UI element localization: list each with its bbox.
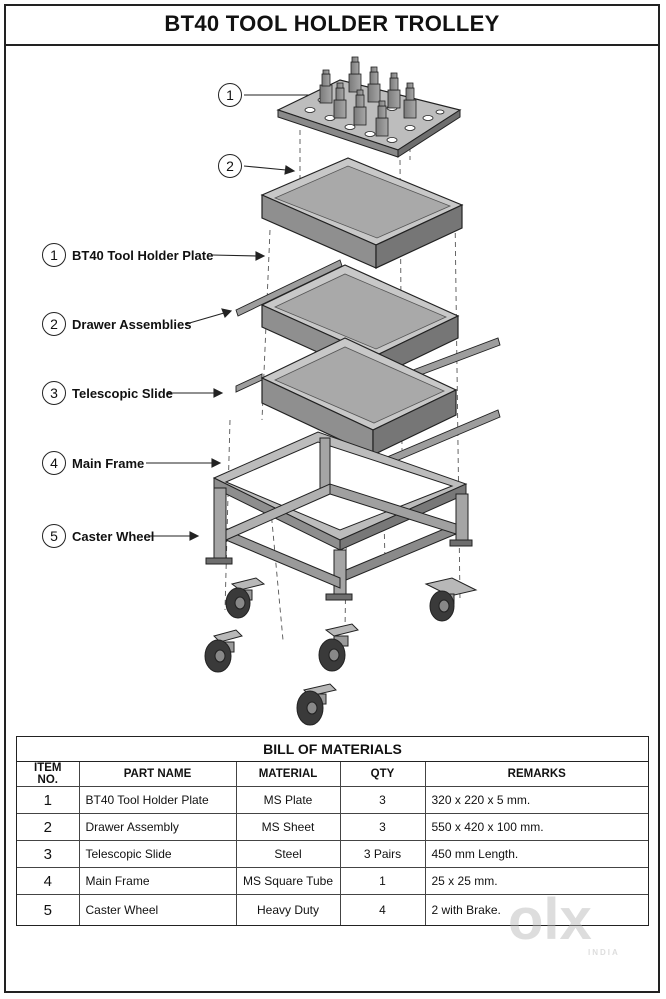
bom-header-material: MATERIAL xyxy=(235,762,341,787)
bom-item-no: 4 xyxy=(17,867,80,895)
bom-qty: 3 xyxy=(339,813,426,841)
callout-label: Caster Wheel xyxy=(72,528,155,544)
olx-watermark: olx INDIA xyxy=(508,886,633,966)
callout-number: 4 xyxy=(42,451,66,475)
watermark-region: INDIA xyxy=(588,948,620,957)
bom-material: MS Sheet xyxy=(235,813,341,841)
bom-remarks: 25 x 25 mm. xyxy=(424,867,648,895)
bom-remarks: 550 x 420 x 100 mm. xyxy=(424,813,648,841)
bom-material: MS Square Tube xyxy=(235,867,341,895)
callout-number: 1 xyxy=(42,243,66,267)
callout-label: BT40 Tool Holder Plate xyxy=(72,247,214,263)
drawer-tray-bottom xyxy=(260,337,458,456)
callout-main-frame: 4 Main Frame xyxy=(42,451,144,475)
bom-remarks: 450 mm Length. xyxy=(424,840,648,868)
bom-part-name: Caster Wheel xyxy=(78,894,237,925)
tool-holder-plate xyxy=(276,56,462,158)
drawer-tray-top xyxy=(260,157,464,269)
watermark-brand: olx xyxy=(508,887,592,952)
bom-material: Heavy Duty xyxy=(235,894,341,925)
exploded-view-illustration xyxy=(146,56,501,726)
callout-number: 3 xyxy=(42,381,66,405)
bom-remarks: 320 x 220 x 5 mm. xyxy=(424,786,648,814)
callout-telescopic-slide: 3 Telescopic Slide xyxy=(42,381,173,405)
bom-item-no: 3 xyxy=(17,840,80,868)
drawing-border xyxy=(4,4,660,993)
bom-header-remarks: REMARKS xyxy=(424,762,648,787)
bom-remarks: 2 with Brake. xyxy=(424,894,648,925)
bom-part-name: BT40 Tool Holder Plate xyxy=(78,786,237,814)
bt40-holder-icon xyxy=(319,69,333,104)
bom-item-no: 1 xyxy=(17,786,80,814)
bom-title: BILL OF MATERIALS xyxy=(17,737,648,762)
caster-wheel-icon xyxy=(225,577,266,619)
callout-drawer-assemblies: 2 Drawer Assemblies xyxy=(42,312,191,336)
bom-material: MS Plate xyxy=(235,786,341,814)
bom-item-no: 5 xyxy=(17,894,80,925)
bom-qty: 3 xyxy=(339,786,426,814)
callout-2-top: 2 xyxy=(218,154,242,178)
bom-table: ITEM NO. PART NAME MATERIAL QTY REMARKS … xyxy=(17,762,648,925)
bom-part-name: Main Frame xyxy=(78,867,237,895)
table-row: 1 BT40 Tool Holder Plate MS Plate 3 320 … xyxy=(17,786,648,814)
bom-header-item-no: ITEM NO. xyxy=(17,762,80,787)
callout-number: 1 xyxy=(218,83,242,107)
leader-lines xyxy=(146,90,328,541)
bom-qty: 3 Pairs xyxy=(339,840,426,868)
table-row: 3 Telescopic Slide Steel 3 Pairs 450 mm … xyxy=(17,840,648,868)
table-row: 5 Caster Wheel Heavy Duty 4 2 with Brake… xyxy=(17,894,648,925)
main-frame xyxy=(205,431,473,601)
callout-number: 2 xyxy=(218,154,242,178)
bom-part-name: Drawer Assembly xyxy=(78,813,237,841)
bom-item-no: 2 xyxy=(17,813,80,841)
bom-header-qty: QTY xyxy=(339,762,426,787)
bom-qty: 1 xyxy=(339,867,426,895)
callout-label: Main Frame xyxy=(72,455,145,471)
bom-header-part-name: PART NAME xyxy=(78,762,237,787)
bom-part-name: Telescopic Slide xyxy=(78,840,237,868)
caster-wheels xyxy=(204,577,478,726)
callout-number: 5 xyxy=(42,524,66,548)
bom-qty: 4 xyxy=(339,894,426,925)
bill-of-materials: BILL OF MATERIALS ITEM NO. PART NAME MAT… xyxy=(16,736,649,926)
callout-label: Telescopic Slide xyxy=(72,385,173,401)
callout-label: Drawer Assemblies xyxy=(72,316,192,332)
bom-header-row: ITEM NO. PART NAME MATERIAL QTY REMARKS xyxy=(17,762,648,787)
table-row: 4 Main Frame MS Square Tube 1 25 x 25 mm… xyxy=(17,867,648,895)
callout-tool-holder-plate: 1 BT40 Tool Holder Plate xyxy=(42,243,213,267)
table-row: 2 Drawer Assembly MS Sheet 3 550 x 420 x… xyxy=(17,813,648,841)
callout-number: 2 xyxy=(42,312,66,336)
drawing-title: BT40 TOOL HOLDER TROLLEY xyxy=(4,4,660,46)
callout-1-top: 1 xyxy=(218,83,242,107)
callout-caster-wheel: 5 Caster Wheel xyxy=(42,524,154,548)
bom-material: Steel xyxy=(235,840,341,868)
